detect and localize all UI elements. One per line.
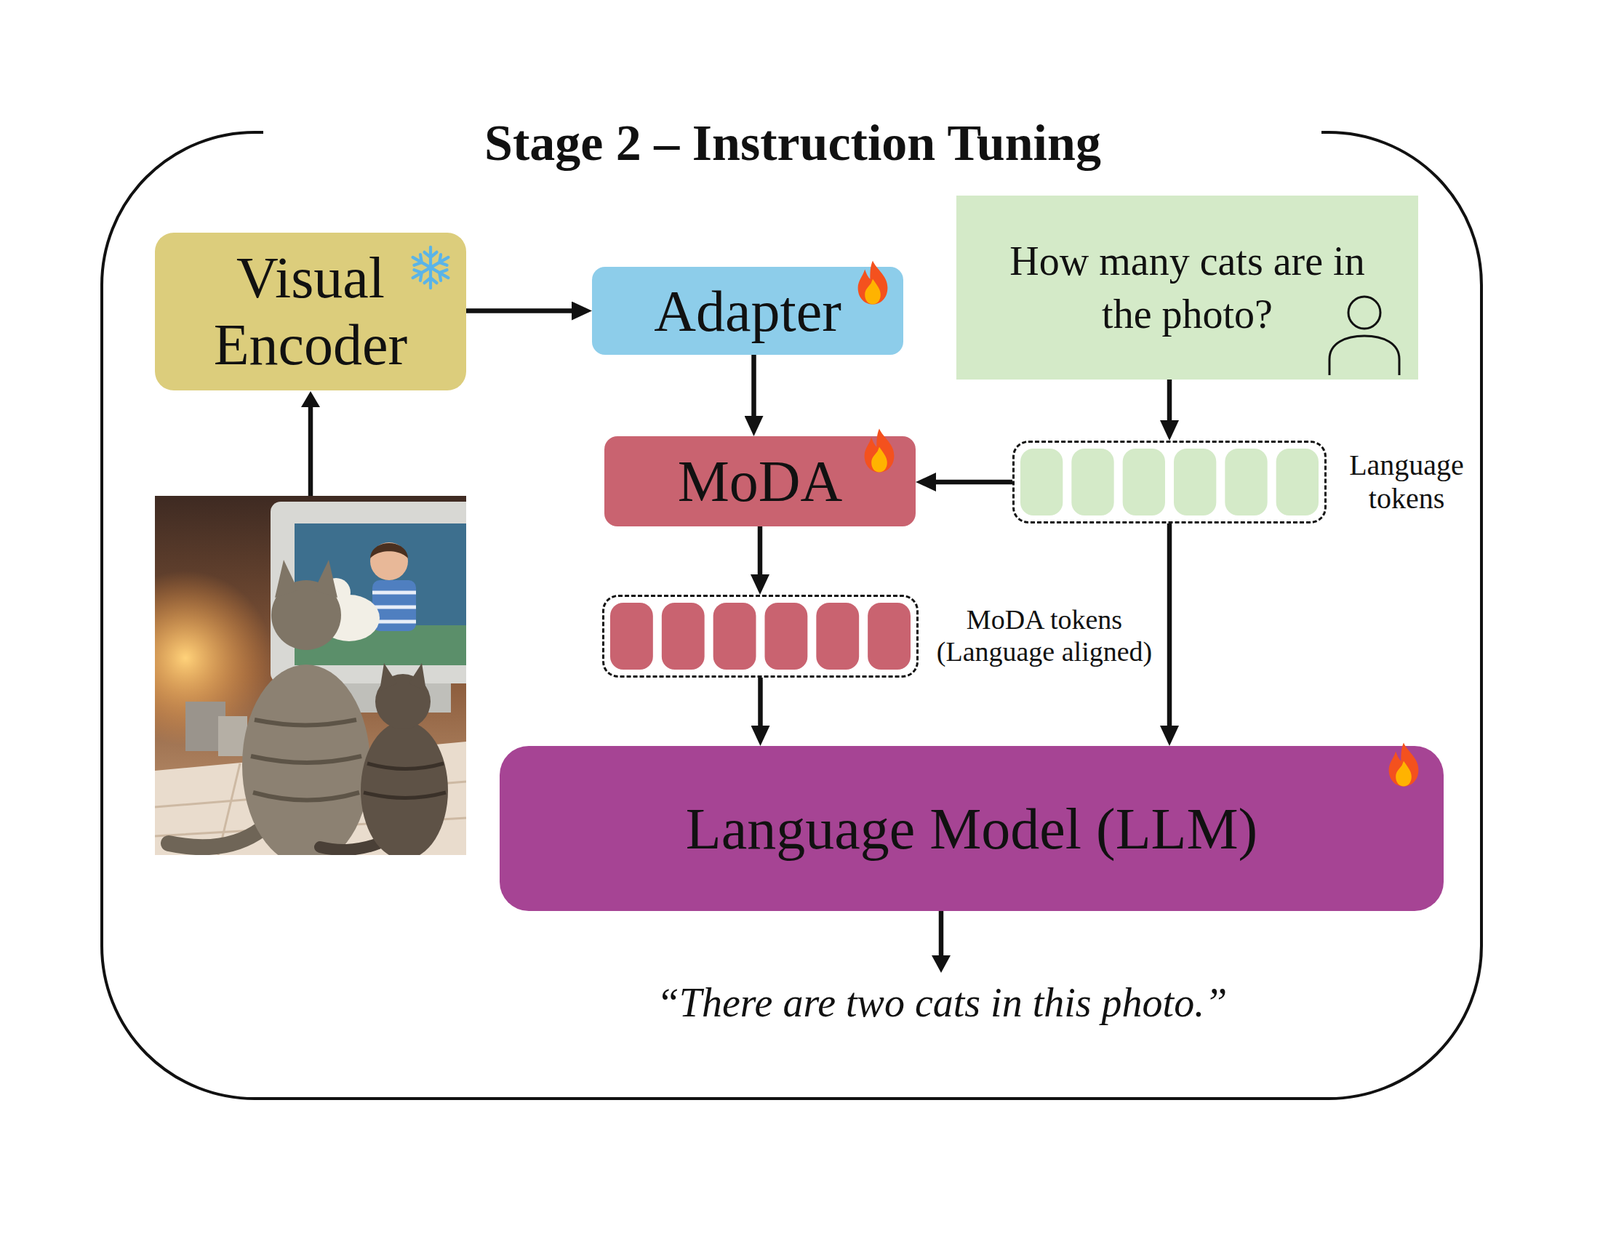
- screen-boy-hair: [370, 543, 408, 559]
- small-cat-stripes: [363, 763, 446, 799]
- token-pill: [1276, 448, 1319, 516]
- diagram-title: Stage 2 – Instruction Tuning: [429, 114, 1157, 171]
- arrow-connector: [1167, 523, 1173, 734]
- arrow-connector: [757, 526, 763, 582]
- big-cat-tail: [168, 829, 262, 848]
- big-cat-ears: [274, 560, 299, 598]
- node-label: MoDA: [677, 449, 843, 514]
- node-icon: [1326, 292, 1403, 377]
- prompt-box: How many cats are in the photo?: [956, 195, 1419, 380]
- node-icon: [1386, 741, 1422, 788]
- arrow-connector: [466, 308, 579, 314]
- token-pill: [867, 602, 911, 670]
- screen-boy-head: [370, 542, 408, 581]
- node-label: Visual Encoder: [190, 245, 431, 378]
- group-label: Language tokens: [1344, 448, 1469, 516]
- arrow-connector: [757, 677, 763, 734]
- monitor-case: [270, 501, 467, 684]
- llm-box: Language Model (LLM): [499, 746, 1444, 912]
- image-arrow-head: [301, 391, 320, 408]
- token-pill: [765, 602, 808, 670]
- token-pill: [610, 602, 654, 670]
- token-group: MoDA tokens (Language aligned): [602, 594, 919, 678]
- small-cat-body: [360, 721, 448, 856]
- cats-photo: [154, 496, 467, 856]
- arrow-connector: [928, 480, 1013, 486]
- token-pill: [1173, 448, 1216, 516]
- node-label: Language Model (LLM): [685, 797, 1258, 862]
- big-cat-stripes: [250, 720, 362, 801]
- token-pill: [1224, 448, 1267, 516]
- token-pill: [1020, 448, 1063, 516]
- token-pill: [713, 602, 757, 670]
- stage-frame: [101, 132, 1482, 1099]
- token-pills: [604, 597, 917, 676]
- moda-box: MoDA: [604, 436, 916, 527]
- token-pill: [661, 602, 705, 670]
- token-pill: [816, 602, 859, 670]
- node-icon-use: [858, 261, 888, 305]
- output-arrow-shaft: [938, 911, 944, 959]
- screen-boy-shirt: [372, 580, 416, 632]
- token-pills: [1014, 442, 1325, 522]
- token-group: Language tokens: [1012, 440, 1327, 524]
- node-icon: [855, 259, 891, 306]
- arrow-connector: [751, 354, 757, 424]
- arrow-connector: [1167, 379, 1173, 428]
- node-icon-use: [864, 429, 895, 473]
- image-arrow-shaft: [308, 404, 314, 496]
- small-cat-tail: [320, 843, 379, 851]
- node-icon-use: [1389, 743, 1419, 787]
- node-icon-use: [409, 247, 451, 288]
- big-cat-ears: [314, 560, 338, 598]
- node-icon: [861, 427, 897, 474]
- token-pill: [1122, 448, 1166, 516]
- token-pill: [1071, 448, 1114, 516]
- small-cat-ears: [379, 663, 398, 691]
- adapter-box: Adapter: [592, 266, 904, 355]
- node-icon-use: [1329, 296, 1400, 376]
- node-label: Adapter: [653, 279, 842, 344]
- output-arrow-head: [931, 955, 951, 974]
- big-cat-body: [242, 664, 371, 856]
- node-label: How many cats are in the photo?: [989, 234, 1386, 342]
- node-icon: [408, 245, 454, 291]
- encoder-box: Visual Encoder: [154, 232, 467, 391]
- answer-text: “There are two cats in this photo.”: [505, 978, 1379, 1028]
- group-label: MoDA tokens (Language aligned): [928, 604, 1161, 668]
- small-cat-ears: [408, 663, 427, 691]
